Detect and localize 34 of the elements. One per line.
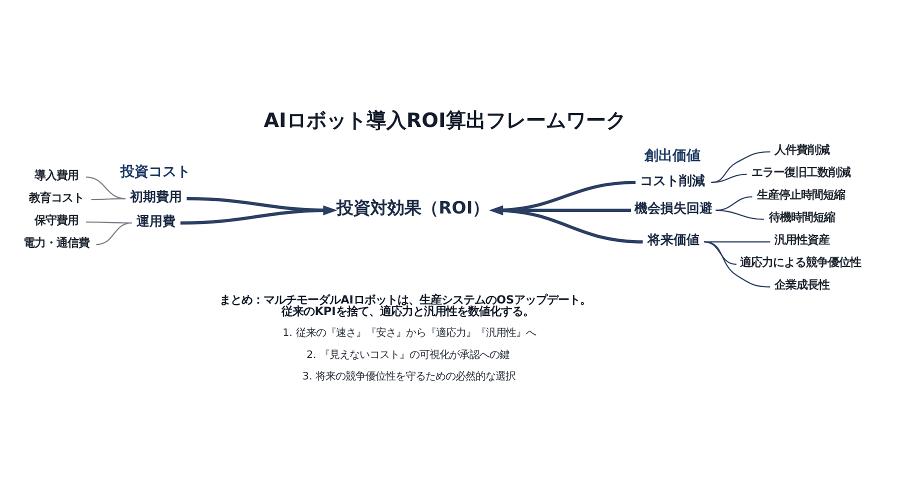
node-text: コスト削減 xyxy=(640,174,706,189)
node-text: 投資対効果（ROI） xyxy=(336,198,490,219)
node-text: 運用費 xyxy=(136,214,176,230)
node-text: 将来価値 xyxy=(647,233,700,248)
arrow xyxy=(186,197,338,216)
arrow xyxy=(180,206,338,225)
connector xyxy=(86,176,126,200)
node-text: 企業成長性 xyxy=(774,278,830,292)
connector xyxy=(704,241,770,288)
node-text: エラー復旧工数削減 xyxy=(752,166,851,180)
node-text: 導入費用 xyxy=(34,168,79,182)
node-text: 機会損失回避 xyxy=(634,202,713,217)
connector xyxy=(711,174,747,184)
label: 2. 『見えないコスト』の可視化が承認への鍵 xyxy=(306,348,510,361)
label: 1. 従来の『速さ』『安さ』から『適応力』『汎用性』へ xyxy=(282,327,536,340)
connector xyxy=(711,151,770,184)
connector xyxy=(716,210,764,220)
node-text: 保守費用 xyxy=(34,214,79,227)
node-text: 適応力による競争優位性 xyxy=(740,256,862,270)
label: 創出価値 xyxy=(644,148,701,164)
node-text: 生産停止時間短縮 xyxy=(757,188,846,202)
diagram-title: AIロボット導入ROI算出フレームワーク xyxy=(264,109,626,132)
node-text: 人件費削減 xyxy=(774,144,830,157)
label: 投資コスト xyxy=(120,164,191,180)
label: まとめ：マルチモーダルAIロボットは、生産システムのOSアップデート。従来のKPIを捨て、適応力と汎用性を数値化する。 xyxy=(220,294,592,318)
node-text: 汎用性資産 xyxy=(774,234,830,247)
node-text: 教育コスト xyxy=(29,191,84,204)
connector xyxy=(96,222,132,246)
node-text: 初期費用 xyxy=(130,190,182,205)
node-text: 待機時間短縮 xyxy=(768,211,835,224)
label: 3. 将来の競争優位性を守るための必然的な選択 xyxy=(302,370,516,382)
node-text: 電力・通信費 xyxy=(23,236,90,250)
connector xyxy=(91,198,126,200)
connector xyxy=(716,196,752,211)
